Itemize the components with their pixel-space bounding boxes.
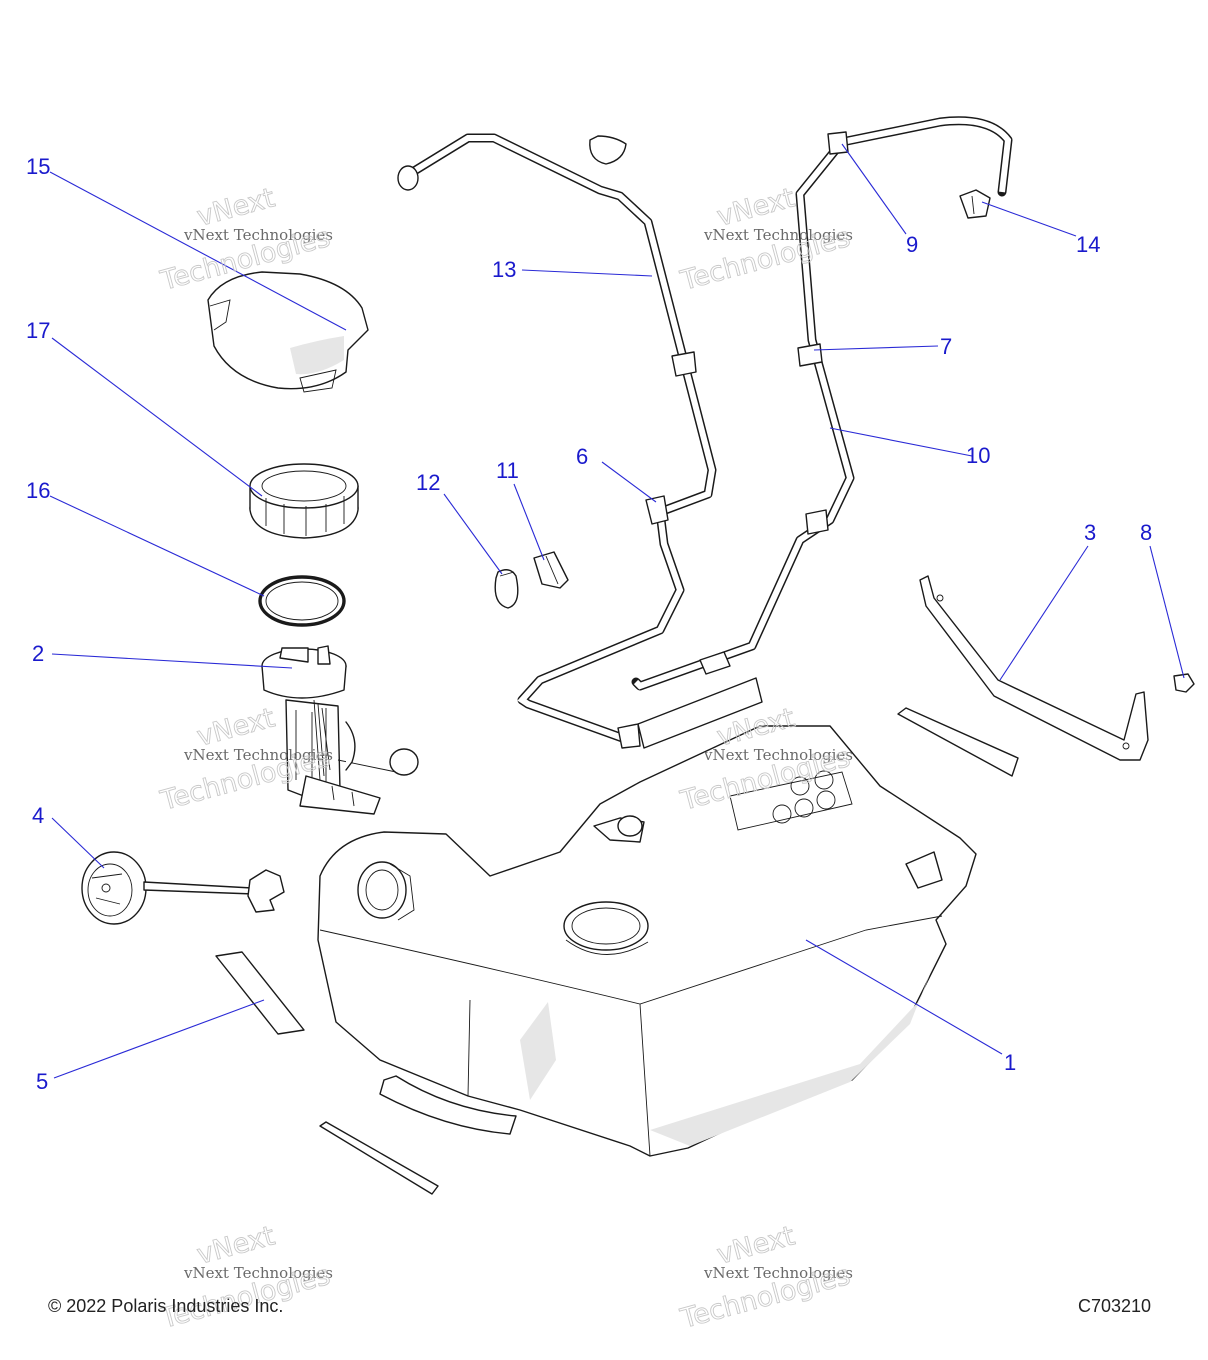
svg-text:vNext Technologies: vNext Technologies <box>183 226 333 244</box>
callout-15: 15 <box>26 154 50 179</box>
part-17-lock-ring <box>249 463 359 539</box>
callout-8: 8 <box>1140 520 1152 545</box>
part-8-bolt <box>1173 673 1195 693</box>
part-5-foam-pads <box>215 677 1019 1195</box>
part-2-fuel-pump <box>261 645 419 815</box>
watermark-bottom-right: vNext Technologies vNext Technologies <box>676 1220 853 1336</box>
callout-labels: 15 17 16 2 4 5 6 7 8 9 10 11 12 13 14 3 … <box>26 154 1152 1094</box>
svg-text:vNext Technologies: vNext Technologies <box>703 226 853 244</box>
callout-9: 9 <box>906 232 918 257</box>
callout-7: 7 <box>940 334 952 359</box>
part-top-clamp <box>589 135 627 165</box>
watermark-top-right: vNext Technologies vNext Technologies <box>676 182 853 298</box>
copyright-text: © 2022 Polaris Industries Inc. <box>48 1296 284 1316</box>
callout-17: 17 <box>26 318 50 343</box>
part-14-vent-valve <box>959 189 991 219</box>
callout-13: 13 <box>492 257 516 282</box>
callout-12: 12 <box>416 470 440 495</box>
callout-5: 5 <box>36 1069 48 1094</box>
part-16-seal <box>258 575 346 627</box>
part-15-pump-cover <box>207 271 369 393</box>
part-10-vent-hose <box>631 116 1013 691</box>
callout-16: 16 <box>26 478 50 503</box>
part-11-clip <box>533 551 569 589</box>
part-12-clamp <box>494 569 519 609</box>
svg-text:vNext Technologies: vNext Technologies <box>183 746 333 764</box>
callout-11: 11 <box>496 458 519 483</box>
callout-6: 6 <box>576 444 588 469</box>
leader-lines <box>49 143 1185 1079</box>
svg-text:vNext Technologies: vNext Technologies <box>183 1264 333 1282</box>
callout-4: 4 <box>32 803 44 828</box>
part-1-fuel-tank <box>317 725 977 1157</box>
callout-1: 1 <box>1004 1050 1016 1075</box>
watermark-bottom-left: vNext Technologies vNext Technologies <box>156 1220 333 1336</box>
callout-3: 3 <box>1084 520 1096 545</box>
part-4-fuel-cap <box>81 851 285 925</box>
part-3-tank-strap <box>919 575 1149 761</box>
svg-text:vNext Technologies: vNext Technologies <box>703 1264 853 1282</box>
callout-14: 14 <box>1076 232 1100 257</box>
callout-10: 10 <box>966 443 990 468</box>
figure-code: C703210 <box>1078 1296 1152 1316</box>
callout-2: 2 <box>32 641 44 666</box>
svg-text:vNext Technologies: vNext Technologies <box>703 746 853 764</box>
part-13-vent-hose <box>397 133 717 749</box>
